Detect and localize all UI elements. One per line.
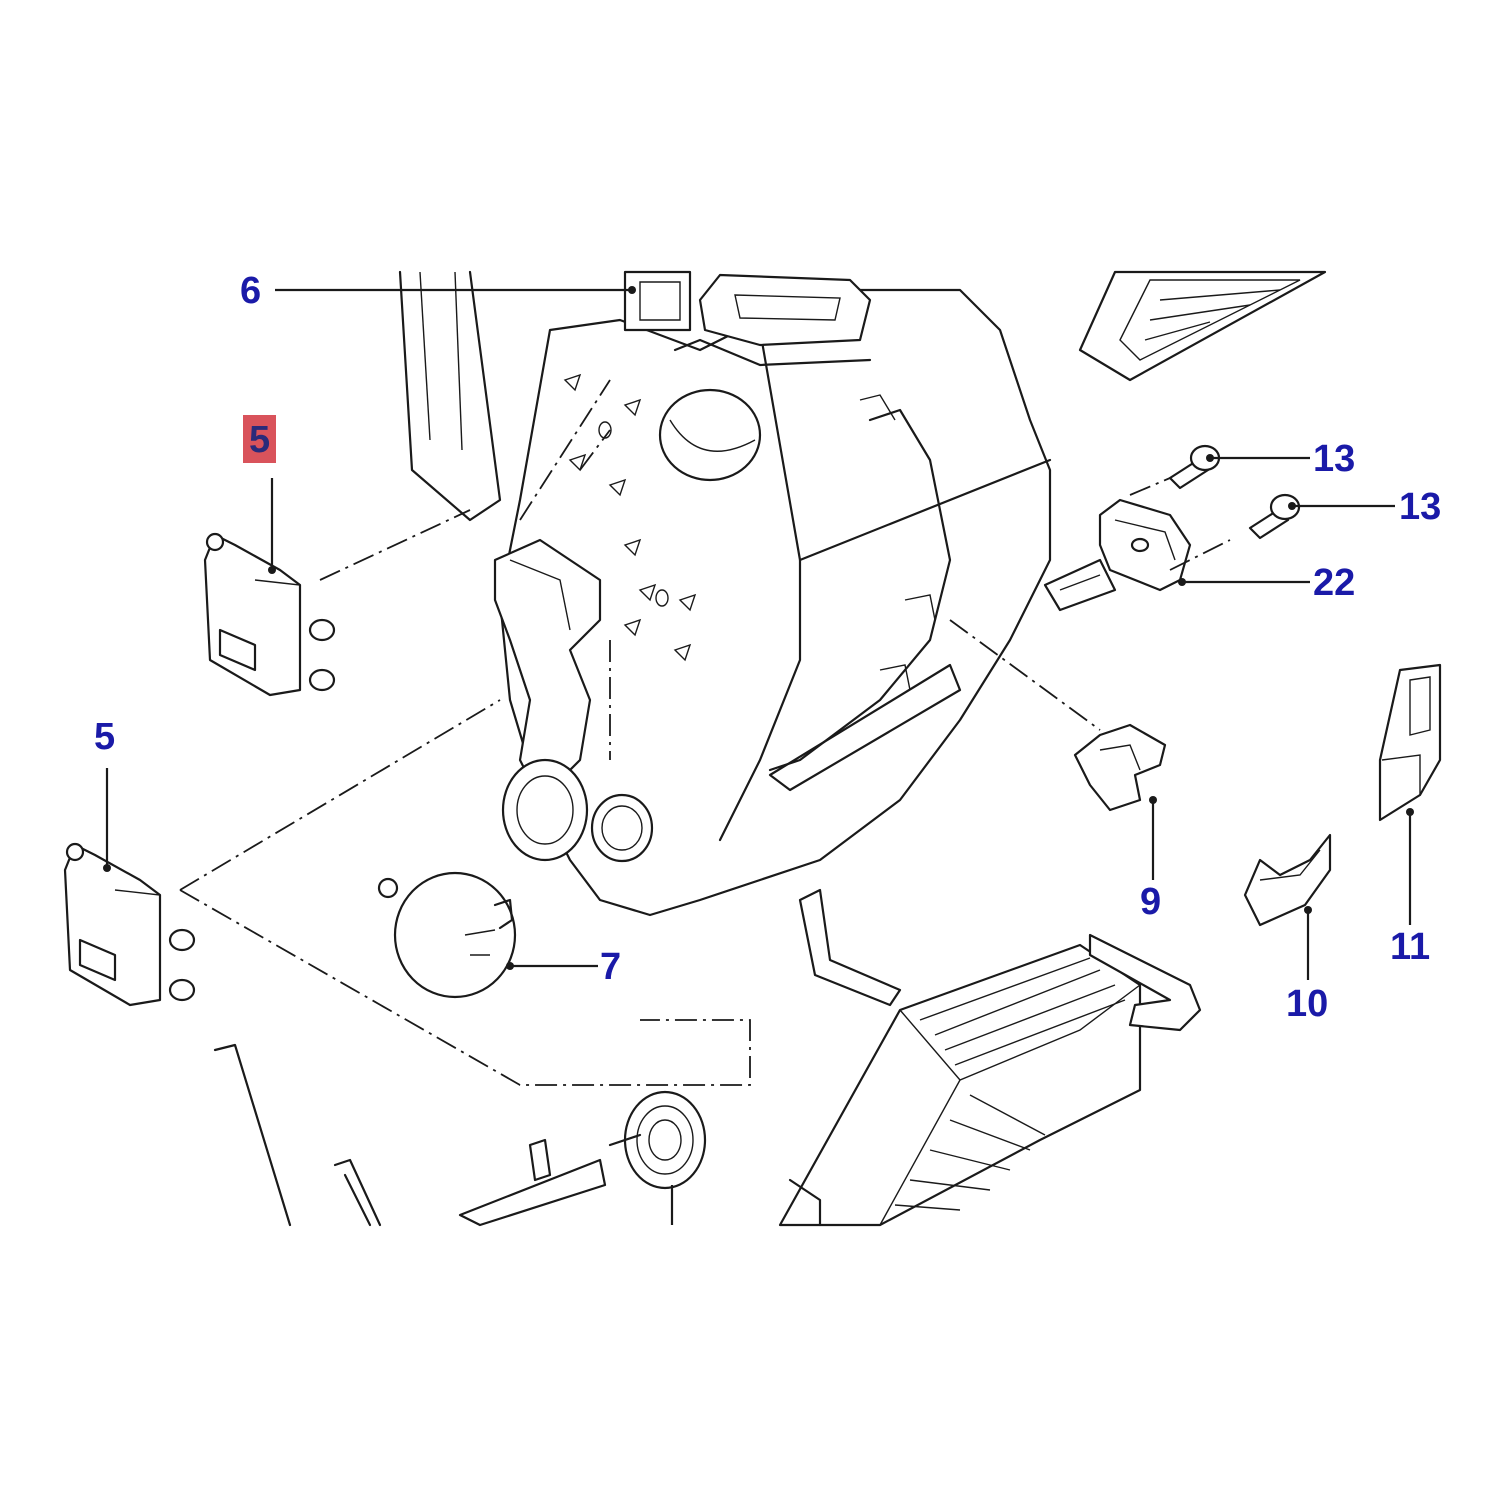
bracket-9 [1073, 723, 1167, 812]
blower-resistor-lower [63, 842, 196, 1007]
clip-11 [1378, 663, 1442, 822]
callout-22: 22 [1313, 562, 1356, 604]
callout-9: 9 [1140, 881, 1162, 923]
callout-13-upper: 13 [1313, 438, 1356, 480]
rod-and-spring [213, 1043, 707, 1227]
callout-11: 11 [1390, 926, 1431, 968]
callout-7: 7 [600, 946, 622, 988]
blower-resistor-upper [203, 532, 336, 697]
screw-lower [1248, 493, 1301, 540]
callout-5-highlighted: 5 [243, 415, 277, 463]
servo-actuator [1043, 498, 1192, 612]
heater-core [778, 888, 1202, 1227]
leader-lines [103, 286, 1414, 980]
clip-10 [1243, 833, 1332, 927]
heater-housing [398, 270, 1052, 917]
callout-6: 6 [240, 270, 262, 312]
callout-10: 10 [1286, 983, 1329, 1025]
callout-5: 5 [94, 716, 116, 758]
motor-plate [377, 871, 517, 999]
callout-13-lower: 13 [1399, 486, 1442, 528]
assembly-lines [179, 379, 1231, 1086]
vent-grille [1078, 270, 1327, 382]
screw-upper [1168, 444, 1221, 490]
